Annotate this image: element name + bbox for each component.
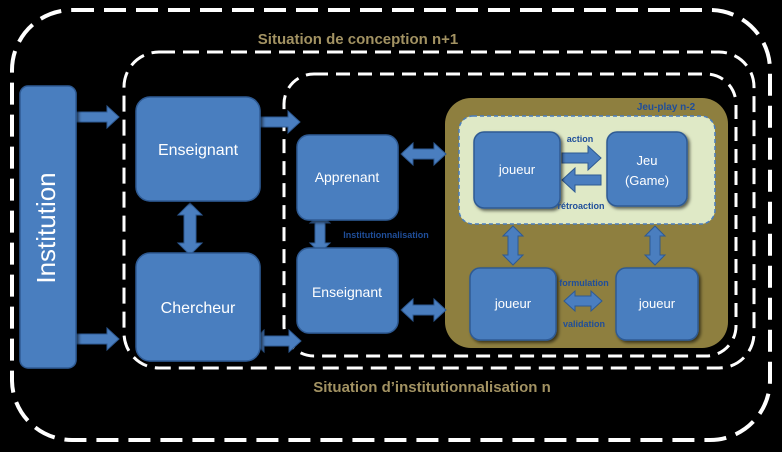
arrow-retroaction [561,166,602,194]
validation-label: validation [563,319,605,329]
arrow-action [561,144,602,172]
arrow-jeu-joueur-right [643,225,667,266]
enseignant-mid-box [296,247,399,334]
joueur-bottom-left-box [469,267,557,341]
institution-box [19,85,77,369]
arrow-formulation-validation [563,289,603,313]
joueur-bottom-right-box [615,267,699,341]
arrow-enseignant-game [400,297,447,323]
apprenant-box [296,134,399,221]
inner-situation-frame [282,72,738,358]
situation-conception-label: Situation de conception n+1 [258,31,458,48]
arrow-enseignant-chercheur [176,202,204,256]
enseignant-left-box [135,96,261,202]
action-label: action [567,134,594,144]
middle-situation-frame [122,50,756,370]
enseignant-left-label: Enseignant [158,142,239,159]
chercheur-box [135,252,261,362]
jeu-line1-label: Jeu [637,153,658,168]
joueur-bottom-left-label: joueur [494,296,532,311]
jeu-game-box [606,131,688,207]
institution-label: Institution [31,172,61,283]
arrow-chercheur-inner [251,328,302,354]
joueur-bottom-right-label: joueur [638,296,676,311]
retroaction-label: rétroaction [557,201,604,211]
outer-situation-frame [10,8,772,442]
jeu-play-label: Jeu-play n-2 [637,102,696,113]
enseignant-mid-label: Enseignant [312,284,382,300]
arrow-joueur-joueur-left [501,225,525,266]
arrow-apprenant-game [400,141,447,167]
chercheur-label: Chercheur [161,300,236,317]
joueur-top-label: joueur [498,162,536,177]
formulation-label: formulation [559,278,609,288]
institutionnalisation-label: Institutionnalisation [343,230,429,240]
situation-institutionnalisation-label: Situation d’institutionnalisation n [313,379,550,396]
jeu-line2-label: (Game) [625,173,669,188]
apprenant-label: Apprenant [315,169,380,185]
joueur-top-box [473,131,561,209]
